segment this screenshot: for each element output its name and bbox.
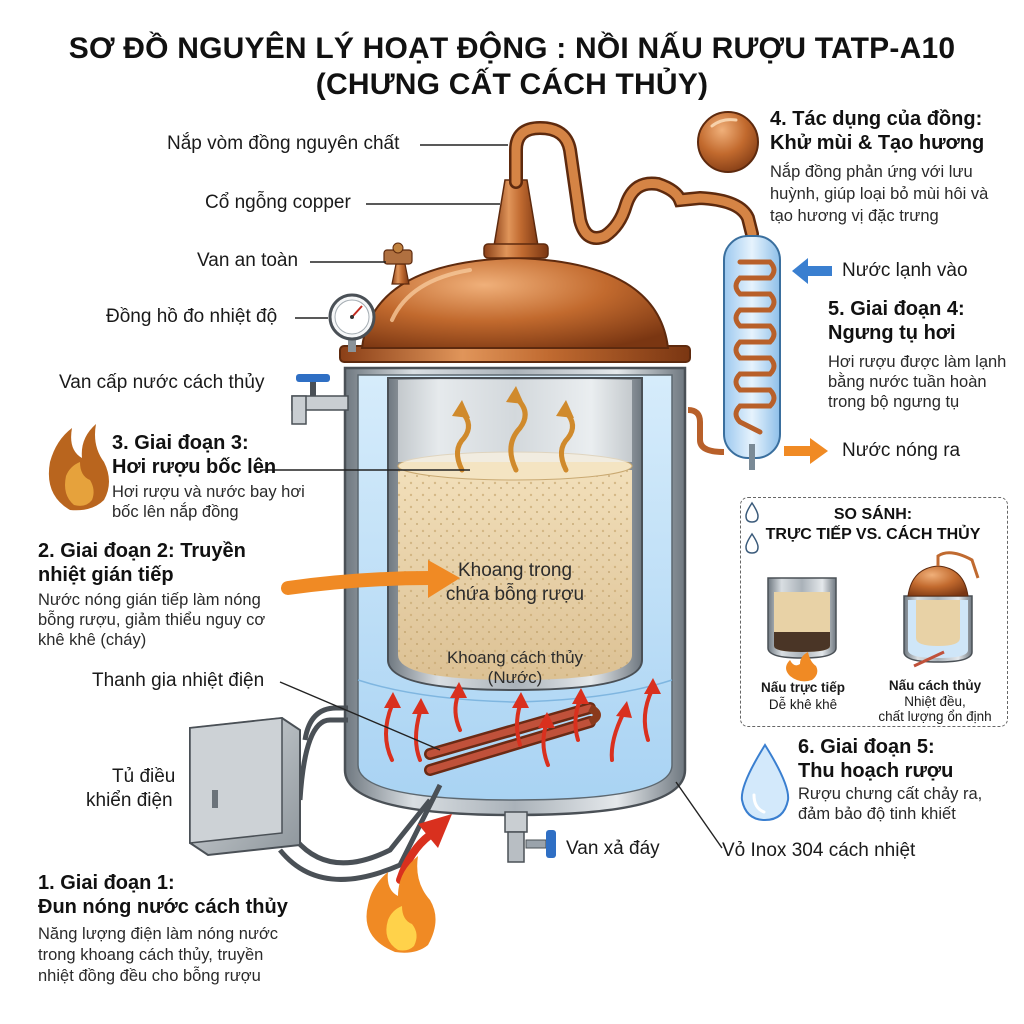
diagram-title-line1: SƠ ĐỒ NGUYÊN LÝ HOẠT ĐỘNG : NỒI NẤU RƯỢU…: [68, 32, 956, 65]
comparison-title-1: SO SÁNH:: [833, 506, 913, 523]
bath-pot-icon: [903, 551, 980, 668]
label-hot-out: Nước nóng ra: [842, 440, 961, 461]
stage5-title-1: 5. Giai đoạn 4:: [828, 298, 965, 320]
stage6-desc-2: đảm bảo độ tinh khiết: [798, 805, 956, 823]
thermometer-gauge: [328, 293, 376, 352]
label-heater: Thanh gia nhiệt điện: [92, 670, 265, 691]
leader-lines: [260, 144, 723, 849]
label-water-chamber-1: Khoang cách thủy: [446, 648, 584, 667]
stage3-title-1: 3. Giai đoạn 3:: [112, 432, 249, 454]
label-cold-in: Nước lạnh vào: [842, 260, 968, 281]
label-water-chamber-2: (Nước): [487, 668, 543, 687]
stage2-desc-3: khê khê (cháy): [38, 631, 147, 649]
bath-desc-2: chất lượng ổn định: [878, 709, 992, 724]
drain-valve: [504, 811, 556, 863]
copper-dome: [339, 256, 691, 363]
label-neck: Cổ ngỗng copper: [205, 192, 351, 213]
direct-title: Nấu trực tiếp: [760, 680, 846, 695]
stage6-desc-1: Rượu chưng cất chảy ra,: [798, 785, 983, 803]
stage4-desc-1: Nắp đồng phản ứng với lưu: [770, 163, 973, 181]
stage6-title-1: 6. Giai đoạn 5:: [798, 736, 935, 758]
vapor-arrows: [455, 395, 575, 473]
stage2-desc-1: Nước nóng gián tiếp làm nóng: [38, 591, 261, 609]
stage1-desc-2: trong khoang cách thủy, truyền: [38, 946, 264, 964]
safety-valve: [383, 242, 413, 285]
stage5-desc-2: bằng nước tuần hoàn: [828, 373, 987, 391]
label-control-box-2: khiển điện: [86, 790, 173, 811]
heat-transfer-arrow: [281, 560, 460, 598]
gooseneck-pipe: [483, 120, 759, 259]
label-water-inlet-valve: Van cấp nước cách thủy: [59, 372, 265, 393]
stage4-desc-3: tạo hương vị đặc trưng: [770, 207, 939, 225]
label-inner-chamber-2: chứa bỗng rượu: [445, 584, 585, 605]
label-shell: Vỏ Inox 304 cách nhiệt: [722, 840, 916, 861]
direct-desc: Dễ khê khê: [768, 697, 838, 712]
bath-desc-1: Nhiệt đều,: [904, 694, 966, 709]
cold-water-arrow: [792, 258, 832, 284]
stage2-title-1: 2. Giai đoạn 2: Truyền: [38, 540, 246, 562]
control-box: [189, 705, 443, 882]
water-inlet-valve: [291, 374, 349, 425]
vapor-flame-icon: [48, 424, 109, 511]
drop-icon: [745, 501, 759, 554]
stage4-title-2: Khử mùi & Tạo hương: [770, 132, 985, 154]
label-safety-valve: Van an toàn: [197, 250, 299, 271]
stage6-title-2: Thu hoạch rượu: [798, 760, 954, 782]
stage5-title-2: Ngưng tụ hơi: [828, 322, 956, 344]
stage1-title-2: Đun nóng nước cách thủy: [38, 896, 288, 918]
water-drop-icon: [740, 743, 790, 822]
inner-chamber: [387, 377, 643, 692]
stage5-desc-1: Hơi rượu được làm lạnh: [828, 353, 1007, 371]
stage4-desc-2: huỳnh, giúp loại bỏ mùi hôi và: [770, 185, 989, 203]
stage3-desc-1: Hơi rượu và nước bay hơi: [112, 483, 305, 501]
stage2-title-2: nhiệt gián tiếp: [38, 564, 174, 586]
stage3-desc-2: bốc lên nắp đồng: [112, 503, 239, 521]
heater-element: [424, 702, 601, 776]
label-control-box-1: Tủ điều: [112, 766, 176, 787]
stage1-title-1: 1. Giai đoạn 1:: [38, 872, 175, 894]
stage2-desc-2: bỗng rượu, giảm thiểu nguy cơ: [38, 611, 266, 629]
bath-title: Nấu cách thủy: [888, 678, 982, 693]
label-inner-chamber-1: Khoang trong: [457, 560, 573, 581]
label-dome: Nắp vòm đồng nguyên chất: [167, 133, 400, 154]
direct-pot-icon: [767, 577, 837, 682]
flame-icon: [366, 856, 436, 953]
comparison-box: [740, 497, 1008, 727]
diagram-title-line2: (CHƯNG CẤT CÁCH THỦY): [315, 68, 709, 101]
stage3-title-2: Hơi rượu bốc lên: [112, 456, 277, 478]
stage1-desc-3: nhiệt đồng đều cho bỗng rượu: [38, 967, 261, 985]
stage4-title-1: 4. Tác dụng của đồng:: [770, 108, 983, 130]
heat-input-arrow: [396, 814, 452, 884]
condenser: [687, 235, 781, 470]
comparison-title-2: TRỰC TIẾP VS. CÁCH THỦY: [765, 526, 981, 543]
stage5-desc-3: trong bộ ngưng tụ: [828, 393, 960, 411]
stage1-desc-1: Năng lượng điện làm nóng nước: [38, 925, 279, 943]
label-thermometer: Đồng hồ đo nhiệt độ: [106, 306, 278, 327]
hot-water-arrow: [784, 438, 828, 464]
copper-disc-icon: [697, 111, 759, 173]
label-drain-valve: Van xả đáy: [566, 838, 660, 859]
